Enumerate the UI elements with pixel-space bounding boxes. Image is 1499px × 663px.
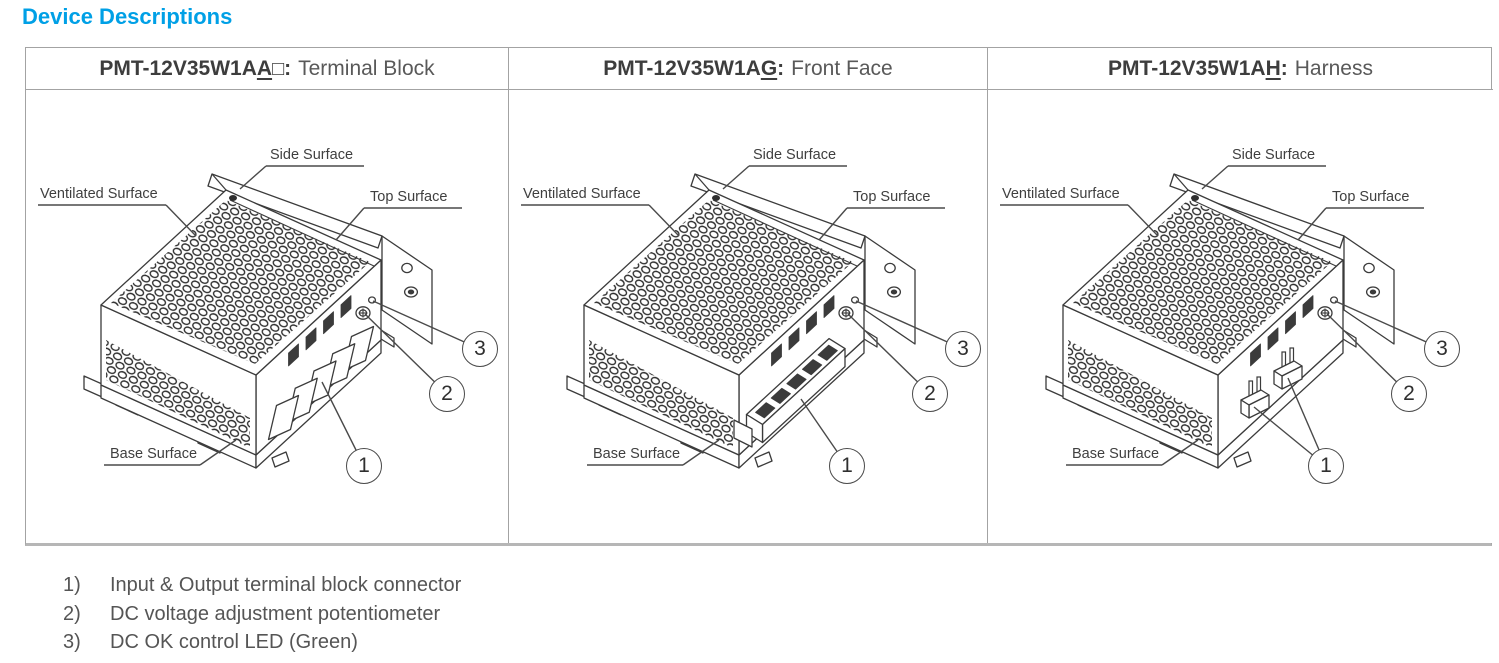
label-top-surface: Top Surface bbox=[1332, 189, 1410, 205]
model-number: PMT-12V35W1AH: bbox=[1108, 56, 1288, 80]
label-ventilated-surface: Ventilated Surface bbox=[523, 186, 641, 202]
header-harness: PMT-12V35W1AH: Harness bbox=[988, 48, 1493, 90]
label-base-surface: Base Surface bbox=[1072, 446, 1160, 462]
legend-number: 1) bbox=[63, 574, 81, 596]
diagram-cell-harness: Side Surface Ventilated Surface Top Surf… bbox=[988, 90, 1493, 543]
callout-3: 3 bbox=[462, 331, 498, 367]
model-number: PMT-12V35W1AG: bbox=[603, 56, 785, 80]
callout-3: 3 bbox=[945, 331, 981, 367]
device-diagram-terminal-block bbox=[38, 165, 481, 469]
page-title: Device Descriptions bbox=[22, 4, 233, 29]
variant-label: Harness bbox=[1294, 56, 1373, 80]
variant-label: Terminal Block bbox=[298, 56, 435, 80]
header-terminal-block: PMT-12V35W1AA□: Terminal Block bbox=[26, 48, 509, 90]
legend-text: DC OK control LED (Green) bbox=[110, 631, 358, 653]
label-top-surface: Top Surface bbox=[370, 189, 448, 205]
callout-2: 2 bbox=[1391, 376, 1427, 412]
callout-1: 1 bbox=[1308, 448, 1344, 484]
label-base-surface: Base Surface bbox=[110, 446, 198, 462]
legend-item-2: 2) DC voltage adjustment potentiometer bbox=[63, 600, 461, 629]
device-diagram-harness bbox=[1000, 165, 1443, 469]
callout-3: 3 bbox=[1424, 331, 1460, 367]
callout-1: 1 bbox=[346, 448, 382, 484]
label-side-surface: Side Surface bbox=[1232, 147, 1316, 163]
label-ventilated-surface: Ventilated Surface bbox=[40, 186, 158, 202]
callout-2: 2 bbox=[912, 376, 948, 412]
legend-item-3: 3) DC OK control LED (Green) bbox=[63, 628, 461, 657]
label-ventilated-surface: Ventilated Surface bbox=[1002, 186, 1120, 202]
model-number: PMT-12V35W1AA□: bbox=[99, 56, 292, 80]
legend-item-1: 1) Input & Output terminal block connect… bbox=[63, 571, 461, 600]
callout-2: 2 bbox=[429, 376, 465, 412]
device-table: PMT-12V35W1AA□: Terminal Block PMT-12V35… bbox=[25, 47, 1493, 546]
diagram-cell-terminal-block: Side Surface Ventilated Surface Top Surf… bbox=[26, 90, 509, 543]
legend-text: DC voltage adjustment potentiometer bbox=[110, 602, 441, 625]
box-placeholder-glyph: □ bbox=[272, 57, 285, 80]
legend-text: Input & Output terminal block connector bbox=[110, 574, 462, 596]
variant-label: Front Face bbox=[791, 56, 893, 80]
label-side-surface: Side Surface bbox=[753, 147, 837, 163]
legend: 1) Input & Output terminal block connect… bbox=[63, 571, 461, 657]
label-base-surface: Base Surface bbox=[593, 446, 681, 462]
legend-number: 3) bbox=[63, 631, 81, 653]
label-top-surface: Top Surface bbox=[853, 189, 931, 205]
legend-number: 2) bbox=[63, 602, 81, 625]
device-diagram-front-face bbox=[521, 165, 964, 469]
diagram-cell-front-face: Side Surface Ventilated Surface Top Surf… bbox=[509, 90, 988, 543]
header-front-face: PMT-12V35W1AG: Front Face bbox=[509, 48, 988, 90]
label-side-surface: Side Surface bbox=[270, 147, 354, 163]
callout-1: 1 bbox=[829, 448, 865, 484]
